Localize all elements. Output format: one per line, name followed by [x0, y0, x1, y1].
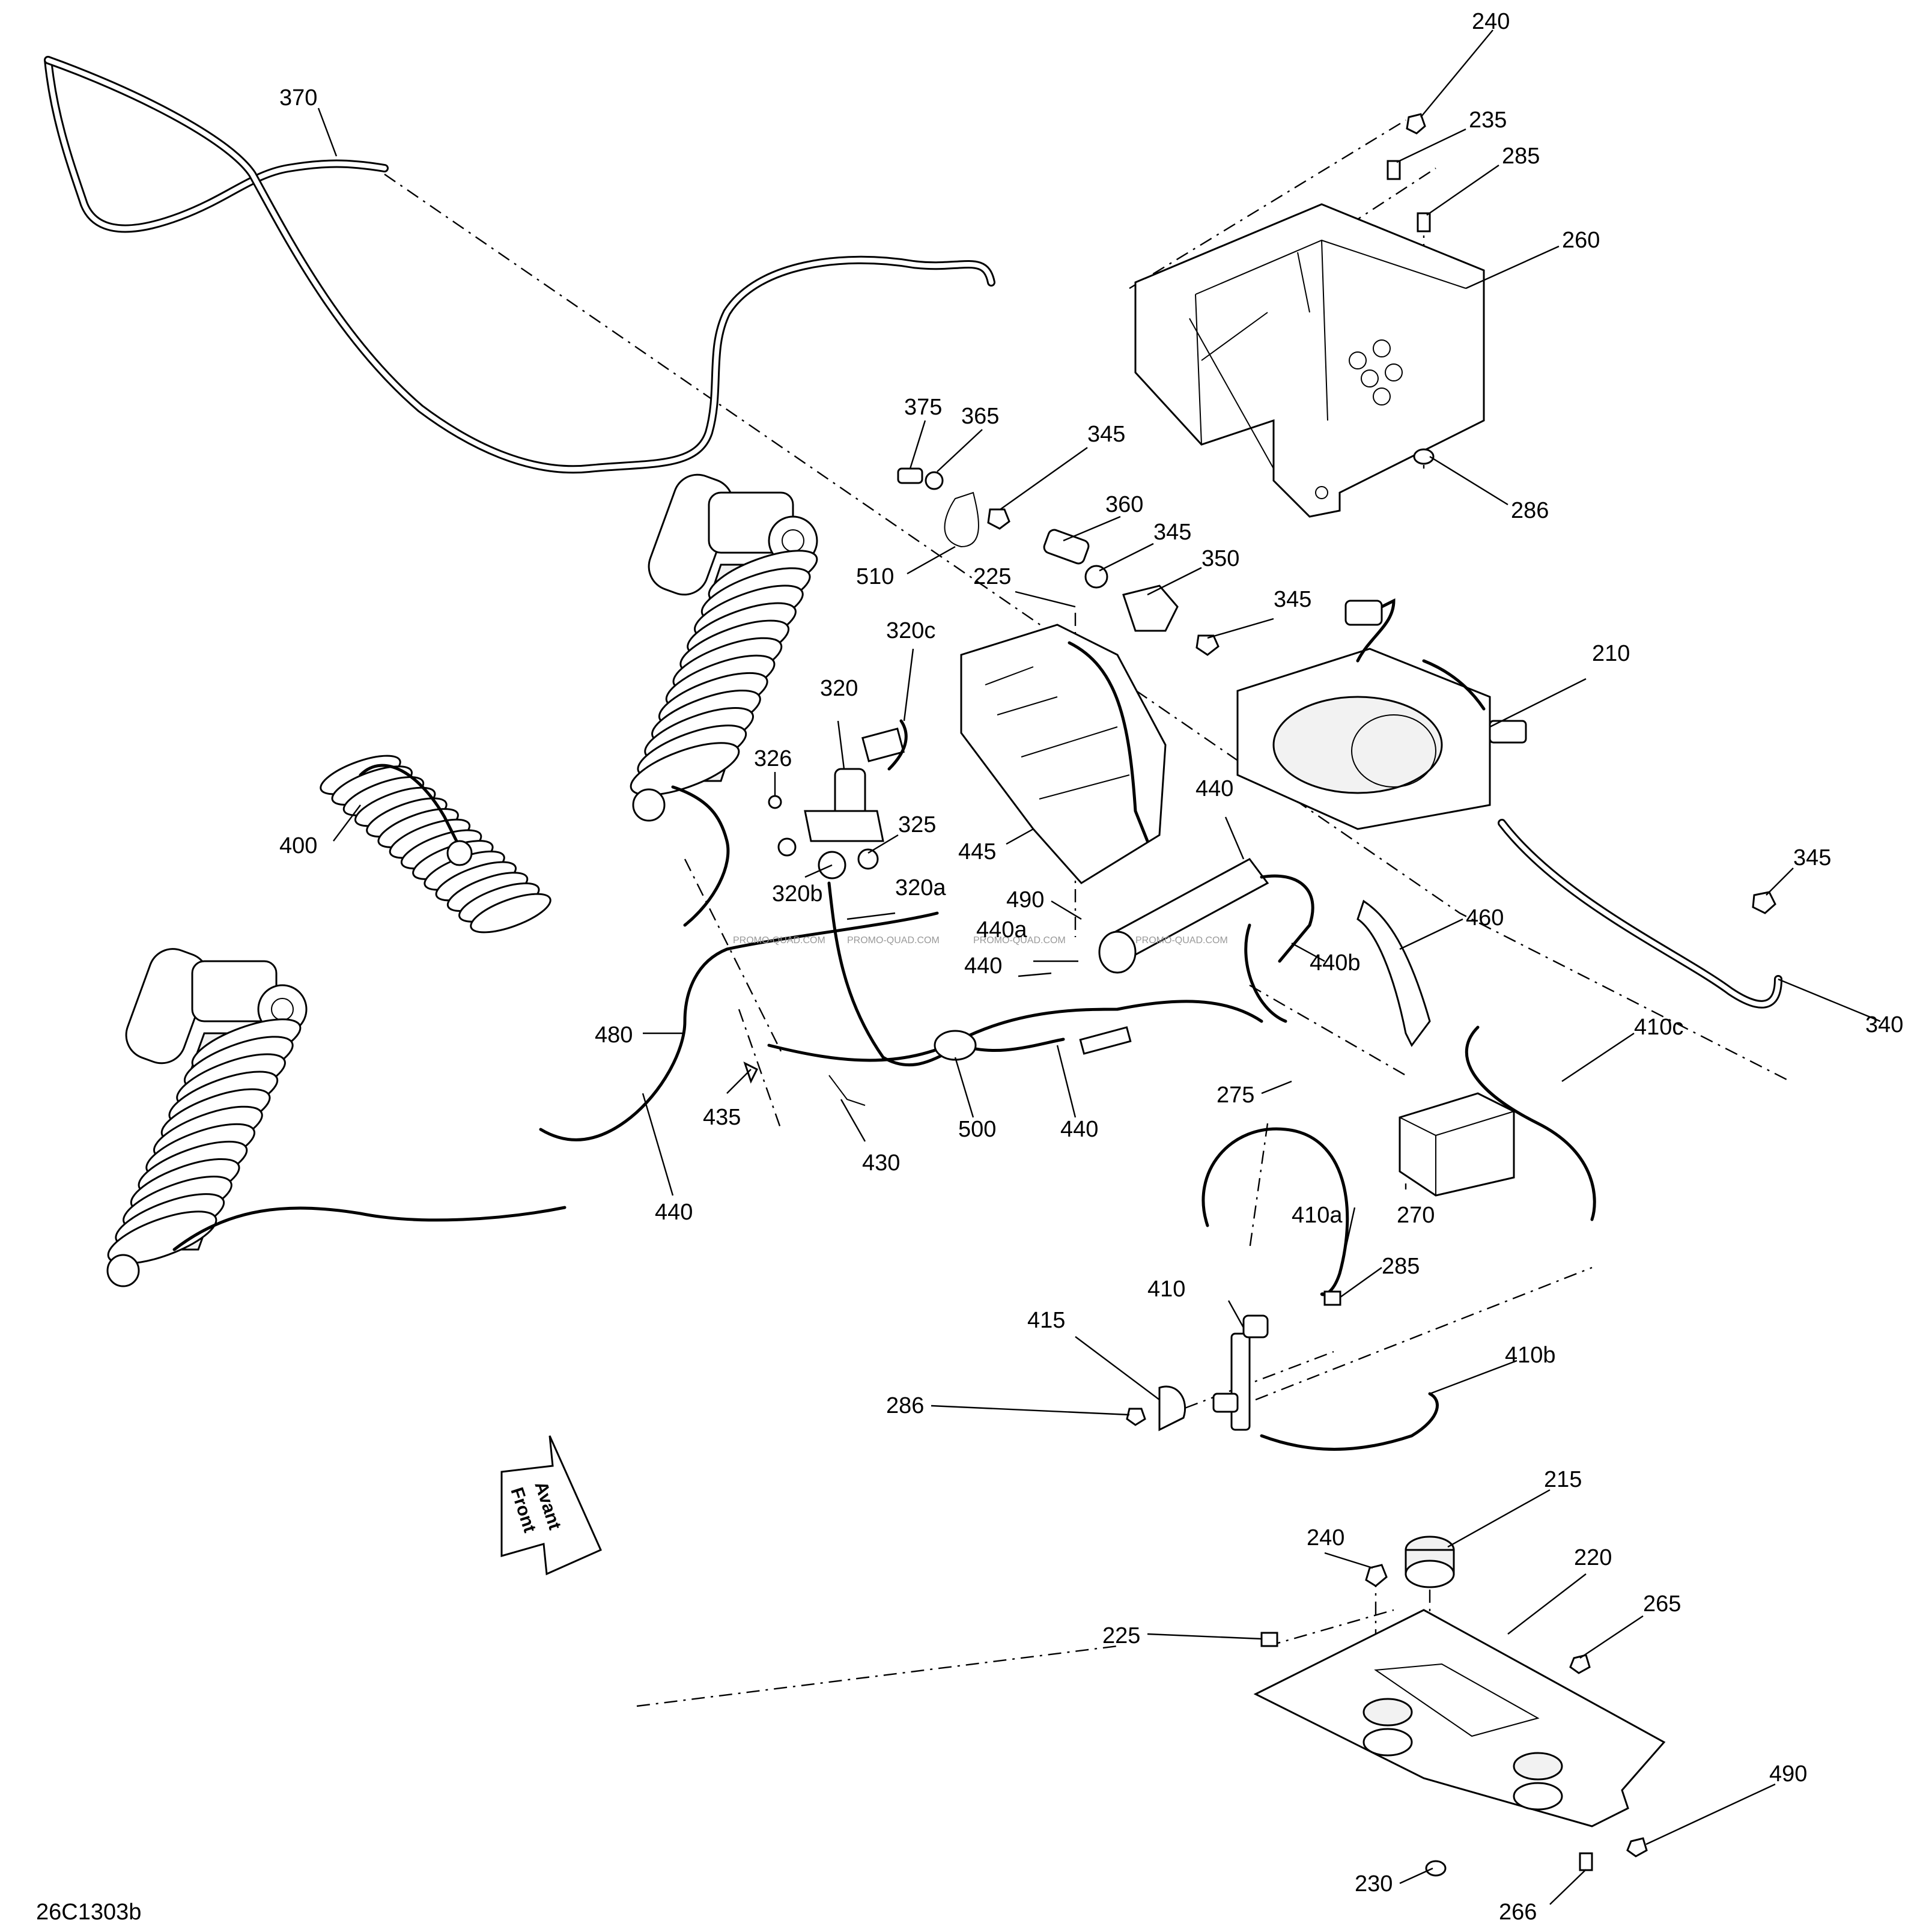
part-label: 410b [1505, 1343, 1556, 1368]
part-label: 410 [1147, 1277, 1185, 1302]
part-label: 210 [1592, 641, 1630, 666]
part-label: 345 [1153, 520, 1191, 545]
part-label: 460 [1466, 905, 1504, 931]
mounting-bracket-445 [960, 624, 1167, 884]
part-label: 370 [279, 85, 317, 111]
fitting-chain [897, 467, 1220, 656]
shock-absorber-upper [630, 473, 818, 927]
air-tank-440 [1098, 858, 1314, 1023]
shock-absorber-lower [106, 948, 567, 1287]
part-label: 435 [703, 1105, 741, 1130]
part-label: 320c [886, 618, 935, 643]
air-compressor-210 [1236, 598, 1527, 830]
part-label: 326 [754, 746, 792, 771]
part-label: 410c [1634, 1015, 1683, 1040]
part-label: 286 [886, 1393, 924, 1418]
part-label: 445 [958, 839, 996, 864]
part-label: 285 [1382, 1254, 1420, 1279]
part-labels: 240 235 285 260 286 370 375 365 345 360 … [36, 9, 1903, 1925]
part-label: 440 [655, 1200, 693, 1225]
part-label: 275 [1217, 1083, 1254, 1108]
part-label: 365 [961, 404, 999, 429]
spring-coil [107, 1211, 217, 1265]
part-label: 260 [1562, 228, 1600, 253]
svg-text:PROMO-QUAD.COM: PROMO-QUAD.COM [733, 935, 825, 946]
compressor-bracket-260 [1134, 203, 1485, 518]
part-label: 266 [1499, 1900, 1537, 1925]
part-label: 490 [1769, 1761, 1807, 1787]
air-line-370 [44, 56, 995, 474]
part-label: 375 [904, 395, 942, 420]
svg-text:PROMO-QUAD.COM: PROMO-QUAD.COM [847, 935, 940, 946]
part-label: 440b [1310, 950, 1361, 976]
assembly-lines [384, 119, 1791, 1779]
strap-460 [1356, 899, 1431, 1047]
part-label: 440a [976, 917, 1027, 943]
part-label: 286 [1511, 498, 1549, 523]
part-label: 225 [973, 564, 1011, 589]
part-label: 270 [1397, 1203, 1435, 1228]
part-label: 500 [958, 1117, 996, 1142]
part-label: 285 [1502, 144, 1540, 169]
watermark: PROMO-QUAD.COM PROMO-QUAD.COM PROMO-QUAD… [733, 935, 1228, 946]
part-label: 400 [279, 833, 317, 858]
spring-coil [630, 742, 740, 796]
part-label: 215 [1544, 1467, 1582, 1492]
part-label: 410a [1292, 1203, 1343, 1228]
part-label: 320a [895, 875, 946, 901]
part-label: 325 [898, 812, 936, 837]
part-label: 345 [1793, 845, 1831, 870]
part-label: 510 [856, 564, 894, 589]
part-label: 430 [862, 1150, 900, 1176]
part-label: 345 [1087, 422, 1125, 447]
svg-text:PROMO-QUAD.COM: PROMO-QUAD.COM [973, 935, 1066, 946]
part-label: 350 [1201, 546, 1239, 571]
valve-fitting-410 [1126, 1290, 1439, 1451]
part-label: 360 [1105, 492, 1143, 517]
part-label: 440 [1060, 1117, 1098, 1142]
top-fasteners [1387, 113, 1435, 465]
part-label: 440 [1195, 776, 1233, 801]
part-label: 440 [964, 953, 1002, 979]
part-label: 265 [1643, 1591, 1681, 1617]
wiring-harness [539, 881, 1263, 1141]
part-label: 240 [1307, 1525, 1344, 1551]
diagram-code: 26C1303b [36, 1900, 141, 1925]
part-label: 320b [772, 881, 823, 907]
part-label: 220 [1574, 1545, 1612, 1570]
svg-text:PROMO-QUAD.COM: PROMO-QUAD.COM [1135, 935, 1228, 946]
air-hose-340 [1498, 819, 1782, 1009]
spring-coil [470, 893, 551, 934]
coiled-hose-400 [320, 755, 551, 934]
part-label: 415 [1027, 1308, 1065, 1333]
part-label: 480 [595, 1022, 633, 1048]
part-label: 230 [1355, 1871, 1393, 1897]
front-direction-arrow: Front Avant [500, 1435, 602, 1576]
part-label: 235 [1469, 108, 1507, 133]
part-label: 490 [1006, 887, 1044, 913]
part-label: 320 [820, 676, 858, 701]
part-label: 240 [1472, 9, 1510, 34]
part-label: 345 [1274, 587, 1311, 612]
part-label: 340 [1865, 1012, 1903, 1037]
leader-lines [317, 29, 1881, 1905]
part-label: 225 [1102, 1623, 1140, 1648]
base-plate-220 [1253, 1536, 1666, 1877]
solenoid-valve-320 [768, 719, 908, 879]
